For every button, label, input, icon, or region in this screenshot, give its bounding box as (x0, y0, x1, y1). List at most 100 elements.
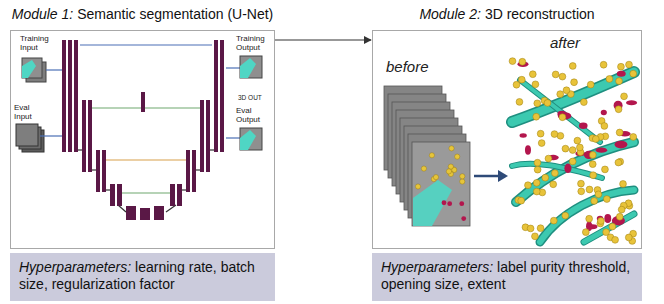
unet-layers (214, 40, 218, 152)
vesicle-sphere (618, 206, 625, 213)
image-slice-stack (384, 86, 470, 226)
image-label: Training Output (236, 35, 272, 53)
unet-layers (126, 206, 136, 220)
synapse-blob (626, 100, 637, 105)
vesicle-sphere (600, 61, 607, 68)
stage-label: before (386, 59, 446, 76)
neurite-tube (540, 190, 634, 242)
synapse-blob (617, 71, 626, 77)
vesicle-sphere (616, 129, 623, 136)
unet-layers (62, 40, 66, 152)
unet-output-images (240, 130, 256, 150)
vesicle-sphere (516, 98, 523, 105)
unet-connections (226, 67, 240, 68)
unet-layers (62, 40, 224, 220)
unet-layers (206, 100, 210, 172)
vesicle-sphere (518, 197, 525, 204)
vesicle-sphere (603, 196, 610, 203)
vesicle-sphere (527, 225, 534, 232)
vesicle-sphere (574, 137, 581, 144)
vesicle-sphere (578, 180, 585, 187)
vesicle-sphere (591, 198, 598, 205)
vesicle-sphere (518, 76, 525, 83)
image-label: Eval Output (236, 107, 272, 125)
flow-arrow (275, 39, 371, 40)
vesicle-sphere (542, 174, 549, 181)
unet-layers (74, 40, 78, 152)
hyperparameter-box: Hyperparameters:learning rate, batch siz… (10, 253, 275, 301)
vesicle-sphere (559, 114, 566, 121)
vesicle-sphere (576, 144, 583, 151)
unet-layers (110, 184, 115, 206)
image-slice-stack (421, 166, 426, 171)
vesicle-sphere (550, 181, 557, 188)
unet-layers (192, 150, 196, 192)
image-slice-stack (449, 146, 454, 151)
module-title: Module 1:Semantic segmentation (U-Net) (0, 5, 314, 23)
vesicle-sphere (562, 145, 569, 152)
vesicle-sphere (509, 58, 637, 245)
synapse-blob (601, 110, 607, 115)
vesicle-sphere (559, 73, 566, 80)
vesicle-sphere (589, 152, 596, 159)
neurite-tube (512, 164, 602, 178)
vesicle-sphere (602, 166, 609, 173)
vesicle-sphere (534, 159, 541, 166)
vesicle-sphere (589, 161, 596, 168)
image-slice-stack (461, 216, 466, 221)
vesicle-sphere (606, 76, 613, 83)
hyperparameter-box: Hyperparameters:label purity threshold, … (372, 253, 642, 301)
unet-layers (170, 184, 175, 206)
vesicle-sphere (612, 236, 619, 243)
unet-layers (141, 92, 145, 112)
vesicle-sphere (625, 234, 632, 241)
image-slice-stack (460, 179, 465, 184)
vesicle-sphere (550, 217, 557, 224)
unet-output-images (240, 56, 262, 78)
hyperparameter-heading: Hyperparameters: (381, 259, 493, 275)
module-number: Module 2: (419, 6, 480, 22)
synapse-blob (525, 145, 531, 154)
vesicle-sphere (551, 170, 558, 177)
neurite-tube (540, 190, 634, 242)
unet-input-images (16, 124, 38, 146)
neurite-tube (512, 72, 634, 242)
unet-input-images (22, 60, 36, 78)
vesicle-sphere (592, 136, 599, 143)
module-number: Module 1: (12, 6, 73, 22)
vesicle-sphere (598, 218, 605, 225)
neurite-tube (512, 72, 634, 122)
unet-layers (82, 100, 86, 172)
neurite-tube (584, 214, 634, 242)
unet-output-images (240, 58, 256, 78)
unet-connections (80, 44, 212, 45)
image-slice-stack (413, 180, 452, 226)
unet-output-images (240, 128, 262, 150)
vesicle-sphere (609, 223, 616, 230)
unet-output-images (240, 56, 262, 150)
vesicle-sphere (544, 100, 551, 107)
vesicle-sphere (630, 70, 637, 77)
neurite-tube (512, 164, 602, 178)
module-name: Semantic segmentation (U-Net) (77, 6, 273, 22)
vesicle-sphere (557, 91, 564, 98)
vesicle-sphere (595, 191, 602, 198)
synapse-blob (518, 62, 638, 231)
image-slice-stack (429, 153, 434, 158)
vesicle-sphere (533, 179, 540, 186)
vesicle-sphere (601, 123, 608, 130)
vesicle-sphere (552, 71, 559, 78)
vesicle-sphere (615, 106, 622, 113)
vesicle-sphere (551, 131, 558, 138)
synapse-blob (579, 123, 588, 129)
vesicle-sphere (519, 58, 526, 65)
vesicle-sphere (533, 113, 540, 120)
unet-connections (166, 205, 176, 212)
module-name: 3D reconstruction (485, 6, 595, 22)
unet-layers (220, 40, 224, 152)
unet-layers (102, 150, 106, 192)
vesicle-sphere (618, 63, 625, 70)
3d-render (509, 58, 637, 245)
vesicle-sphere (545, 155, 552, 162)
